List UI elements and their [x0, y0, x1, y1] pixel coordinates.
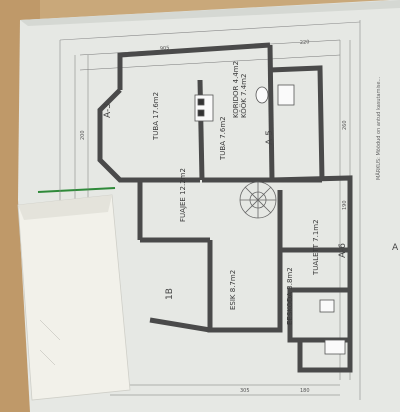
room-label-esik: ESIK 8.7m2: [229, 270, 237, 310]
dimension-label: 220: [300, 39, 310, 46]
stair-spiral: [239, 181, 277, 219]
room-label-kook: KÖÖK 7.4m2: [239, 74, 248, 118]
dimension-label: 190: [342, 200, 348, 210]
side-note: MÄRKUS: Mõõdud on antud kasutamise...: [375, 76, 382, 180]
dimension-label: 200: [80, 130, 86, 140]
section-mark-1b: 1B: [165, 288, 175, 300]
section-mark-a3: A-3: [103, 103, 113, 118]
section-mark-a: A: [392, 243, 399, 253]
dimension-label: 905: [160, 45, 170, 52]
dimension-label: 180: [300, 388, 310, 394]
room-label-eeskoda: EESKODA 3.8m2: [286, 267, 294, 325]
section-mark-a5: A-5: [265, 130, 275, 145]
dimension-label: 305: [240, 388, 250, 394]
walls: [97, 42, 353, 373]
green-edge: [37, 187, 116, 193]
section-mark-a6: A-6: [338, 243, 348, 258]
fixtures: [194, 84, 346, 355]
dimension-label: 260: [342, 120, 348, 130]
envelope: [17, 194, 131, 401]
room-label-koridor: KORIDOR 4.4m2: [232, 61, 240, 118]
paper-top-fold: [20, 0, 400, 26]
room-label-tualett: TUALETT 7.1m2: [312, 219, 320, 276]
room-label-tuba-small: TUBA 7.6m2: [219, 116, 227, 161]
room-label-tuba-large: TUBA 17.6m2: [152, 92, 160, 141]
room-label-fuajee: FUAJEE 12.2m2: [179, 168, 187, 222]
sheet-border-top: [59, 21, 361, 41]
